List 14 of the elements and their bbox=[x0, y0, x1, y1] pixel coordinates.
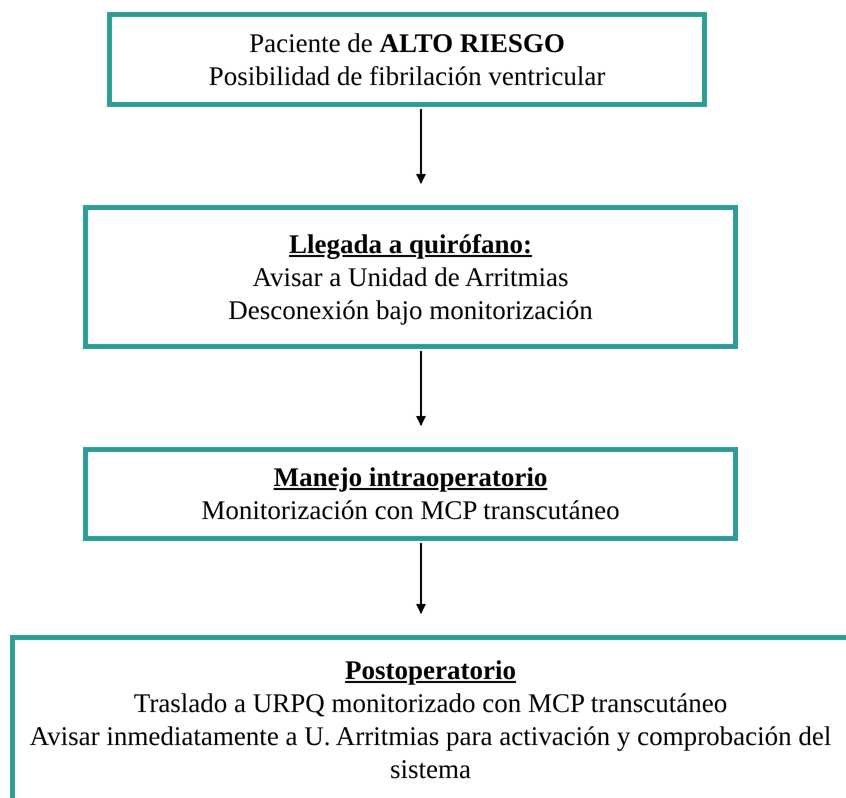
box-text: Desconexión bajo monitorización bbox=[228, 294, 593, 326]
process-box bbox=[83, 447, 738, 541]
box-text: Avisar inmediatamente a U. Arritmias para activación y comprobación del sistema bbox=[28, 720, 832, 786]
box-heading: Llegada a quirófano: bbox=[288, 228, 532, 260]
process-box bbox=[83, 205, 738, 349]
box-heading: Manejo intraoperatorio bbox=[274, 461, 548, 494]
box-text: Monitorización con MCP transcutáneo bbox=[201, 494, 620, 527]
box-heading: Postoperatorio bbox=[345, 654, 516, 687]
box-text: Posibilidad de fibrilación ventricular bbox=[208, 60, 606, 92]
process-box bbox=[107, 12, 707, 107]
box-text: Traslado a URPQ monitorizado con MCP transcutáneo bbox=[134, 687, 728, 720]
box-text: Paciente de ALTO RIESGO bbox=[249, 26, 565, 60]
box-text: Avisar a Unidad de Arritmias bbox=[252, 260, 568, 294]
process-box bbox=[10, 635, 846, 798]
